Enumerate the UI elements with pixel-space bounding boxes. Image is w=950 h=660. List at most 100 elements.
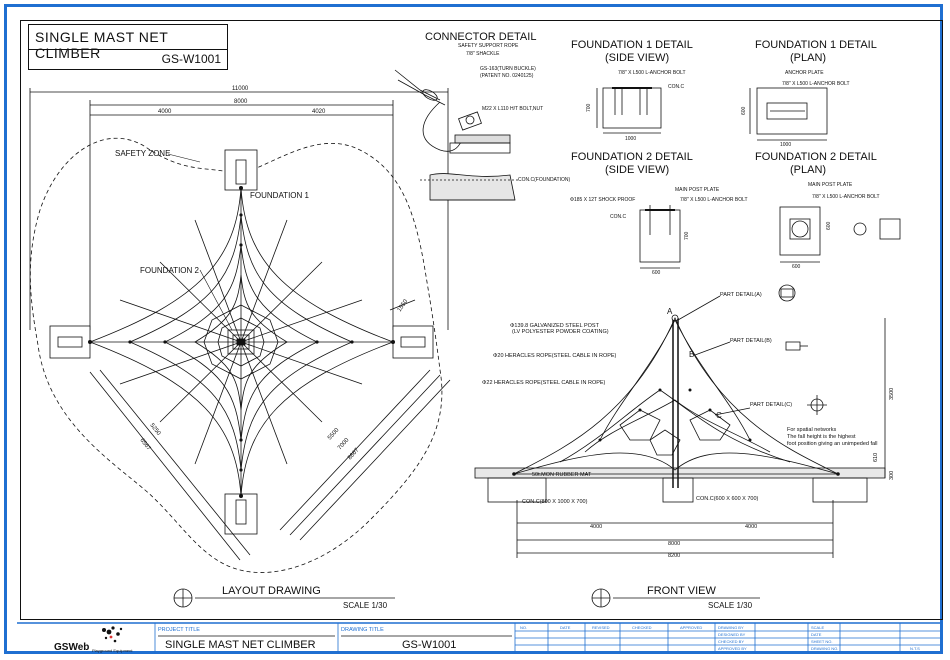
front-dim-h2: 610 <box>873 453 879 462</box>
role-drawing: DRAWING BY <box>718 625 744 630</box>
f2side-conc: CON.C <box>610 214 627 220</box>
f1plan-subheading: (PLAN) <box>790 52 826 64</box>
meta-scale: SCALE <box>811 625 824 630</box>
f1side-heading: FOUNDATION 1 DETAIL <box>571 39 693 51</box>
rev-col-date: DATE <box>560 625 571 630</box>
front-conc-left: CON.C(800 X 1000 X 700) <box>522 499 588 505</box>
front-dim-total: 8000 <box>668 541 680 547</box>
project-title-label: PROJECT TITLE <box>158 627 200 633</box>
layout-drawing <box>29 88 451 608</box>
dim-side: 1550 <box>397 298 410 313</box>
f2plan-height: 600 <box>826 221 832 230</box>
f2side-proof: Φ185 X 12T SHOCK PROOF <box>570 197 635 203</box>
front-letter-a: A <box>667 307 673 316</box>
front-dim-overall: 8200 <box>668 553 680 559</box>
role-checked: CHECKED BY <box>718 639 744 644</box>
f2plan-width: 600 <box>792 264 801 270</box>
rev-col-approved: APPROVED <box>680 625 702 630</box>
f1side-conc: CON.C <box>668 84 685 90</box>
safety-zone-label: SAFETY ZONE <box>115 149 170 158</box>
f2side-plate: MAIN POST PLATE <box>675 187 720 193</box>
f2side-width: 600 <box>652 270 661 276</box>
meta-sheet: SHEET NO. <box>811 639 833 644</box>
f1side-bolt: 7/8" X L500 L-ANCHOR BOLT <box>618 70 686 76</box>
layout-scale: SCALE 1/30 <box>343 601 388 610</box>
drawing-title-label: DRAWING TITLE <box>341 627 384 633</box>
meta-nts: N.T.S <box>910 646 920 651</box>
front-rope2: Φ22 HERACLES ROPE(STEEL CABLE IN ROPE) <box>482 380 606 386</box>
foundation2-plan <box>779 206 901 263</box>
connector-note-5: M22 X L110 H/T BOLT,NUT <box>482 106 543 112</box>
meta-date: DATE <box>811 632 822 637</box>
rev-col-checked: CHECKED <box>632 625 652 630</box>
f1plan-height: 600 <box>741 106 747 115</box>
drawing-sheet <box>4 4 943 654</box>
dim-inner: 8000 <box>234 99 248 105</box>
f2side-bolt: 7/8" X L500 L-ANCHOR BOLT <box>680 197 748 203</box>
front-dim-h3: 300 <box>889 471 895 480</box>
f1side-subheading: (SIDE VIEW) <box>605 52 669 64</box>
front-mat: 50t.MON RUBBER MAT <box>532 472 592 478</box>
sheet-title-box: SINGLE MAST NET CLIMBER GS-W1001 <box>28 24 228 70</box>
connector-note-2: 7/8" SHACKLE <box>466 51 500 57</box>
logo-subtext: Playground Equipment <box>92 648 133 653</box>
rev-col-no: NO. <box>520 625 527 630</box>
front-note-2: The fall height is the highest <box>787 434 856 440</box>
front-note-3: foot position giving an unimpeded fall <box>787 441 878 447</box>
dim-right: 4020 <box>312 109 326 115</box>
diag-dim-5: 8667 <box>347 447 361 461</box>
f2side-subheading: (SIDE VIEW) <box>605 164 669 176</box>
part-detail-a: PART DETAIL(A) <box>720 292 762 298</box>
front-rope1: Φ20 HERACLES ROPE(STEEL CABLE IN ROPE) <box>493 353 617 359</box>
f1side-width: 1000 <box>625 136 636 142</box>
diag-dim-2: 6567 <box>138 438 151 453</box>
diag-dim-4: 7000 <box>337 437 351 451</box>
rev-col-revised: REVISED <box>592 625 610 630</box>
role-approved: APPROVED BY <box>718 646 747 651</box>
meta-drawing: DRAWING NO. <box>811 646 838 651</box>
foundation2-side <box>639 205 681 269</box>
foundation1-side <box>596 87 662 134</box>
gsweb-logo <box>102 626 123 643</box>
part-detail-b: PART DETAIL(B) <box>730 338 772 344</box>
f1plan-plate: ANCHOR PLATE <box>785 70 824 76</box>
sheet-code: GS-W1001 <box>161 52 221 66</box>
drawing-title: GS-W1001 <box>402 639 456 651</box>
front-dim-height: 3500 <box>889 388 895 400</box>
f1plan-heading: FOUNDATION 1 DETAIL <box>755 39 877 51</box>
front-view <box>474 284 886 608</box>
connector-note-3: GS-163(TURN BUCKLE) <box>480 66 536 72</box>
front-letter-c: C <box>716 411 722 420</box>
diag-dim-3: 5500 <box>327 427 341 441</box>
front-letter-b: B <box>689 350 694 359</box>
f2plan-bolt: 7/8" X L500 L-ANCHOR BOLT <box>812 194 880 200</box>
front-conc-mid: CON.C(600 X 600 X 700) <box>696 496 759 502</box>
connector-note-6: CON.C(FOUNDATION) <box>518 177 570 183</box>
dim-left: 4000 <box>158 109 172 115</box>
f1plan-width: 1000 <box>780 142 791 148</box>
part-detail-c: PART DETAIL(C) <box>750 402 792 408</box>
f2plan-heading: FOUNDATION 2 DETAIL <box>755 151 877 163</box>
drawing-frame <box>20 20 943 620</box>
f2side-height: 700 <box>684 231 690 240</box>
foundation1-plan <box>749 87 828 141</box>
foundation2-label: FOUNDATION 2 <box>140 266 200 275</box>
front-post-coat: (LV POLYESTER POWDER COATING) <box>512 329 609 335</box>
diag-dim-1: 5250 <box>148 423 161 438</box>
f1plan-bolt: 7/8" X L500 L-ANCHOR BOLT <box>782 81 850 87</box>
title-block <box>17 622 943 654</box>
front-scale: SCALE 1/30 <box>708 601 753 610</box>
f1side-height: 700 <box>586 103 592 112</box>
front-dim-half-right: 4000 <box>745 524 757 530</box>
f2plan-subheading: (PLAN) <box>790 164 826 176</box>
f2plan-plate: MAIN POST PLATE <box>808 182 853 188</box>
foundation1-label: FOUNDATION 1 <box>250 191 310 200</box>
connector-note-1: SAFETY SUPPORT ROPE <box>458 43 519 49</box>
connector-heading: CONNECTOR DETAIL <box>425 31 536 43</box>
role-designed: DESIGNED BY <box>718 632 746 637</box>
f2side-heading: FOUNDATION 2 DETAIL <box>571 151 693 163</box>
layout-heading: LAYOUT DRAWING <box>222 585 321 597</box>
dim-overall: 11000 <box>232 86 249 92</box>
connector-detail <box>394 69 520 201</box>
